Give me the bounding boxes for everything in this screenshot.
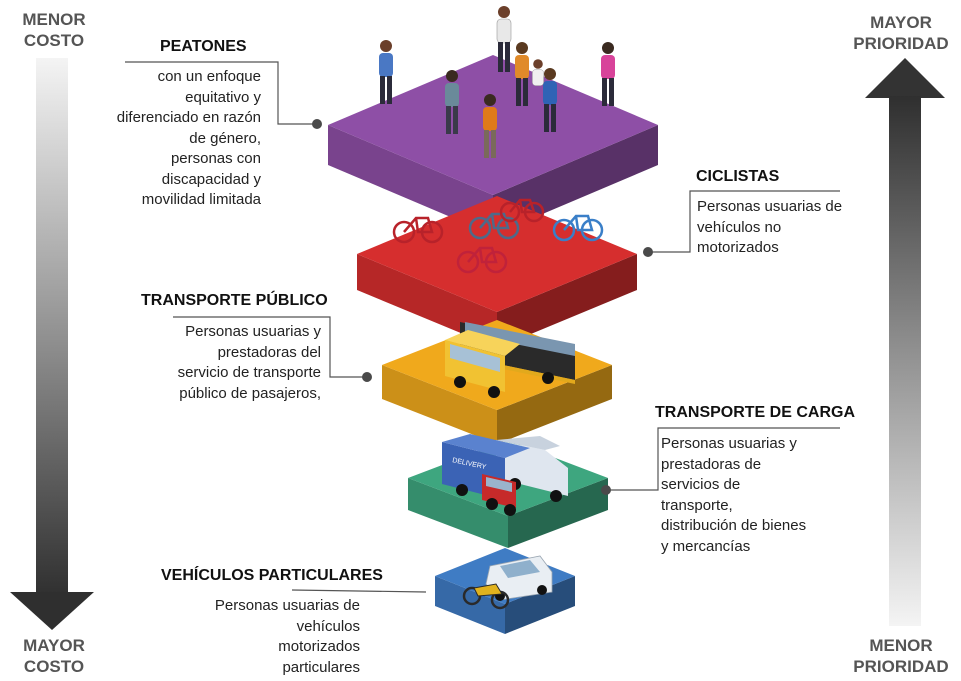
peatones-title: PEATONES [160,38,247,55]
connector-transporte-publico [173,316,366,378]
trucks-group: DELIVERY [442,434,568,516]
person-icon [601,42,615,106]
platform-left-face [328,125,493,235]
vehiculos-particulares-title: VEHÍCULOS PARTICULARES [161,567,383,584]
car-icon [485,555,553,601]
person-icon [379,40,393,104]
person-icon [496,6,512,72]
person-icon [543,68,557,132]
ciclistas-title: CICLISTAS [696,168,780,185]
truck-icon [482,474,516,516]
bicycle-icon [552,214,604,242]
connector-peatones [125,61,316,125]
platform-left-face [408,478,508,548]
connector-dot-ciclistas [643,247,653,257]
platform-right-face [497,254,637,348]
person-icon [515,42,529,106]
connector-dots [312,119,653,495]
illustrations: DELIVERY [379,6,615,610]
motorcycle-icon [462,583,510,610]
left-scale-arrow [10,58,94,630]
bicycle-icon [456,246,508,274]
right-scale-arrow [865,58,945,626]
connectors [125,61,840,593]
transporte-publico-title: TRANSPORTE PÚBLICO [141,292,328,309]
connector-dot-transporte-publico [362,372,372,382]
bicycles-group [392,198,604,274]
connector-ciclistas [648,190,840,253]
connector-dot-transporte-carga [601,485,611,495]
platform-right-face [497,365,612,444]
platform-left-face [382,365,497,444]
bicycle-icon [499,198,545,223]
transporte-carga-title: TRANSPORTE DE CARGA [655,404,856,421]
person-icon [532,59,544,86]
platform-right-face [508,478,608,548]
platform-right-face [493,125,658,235]
connector-vehiculos [291,589,427,593]
connector-transporte-carga [606,427,840,491]
platform-right-face [505,576,575,634]
connector-dot-peatones [312,119,322,129]
bicycle-icon [392,216,444,244]
person-icon [483,94,497,158]
pedestrians-group [379,6,615,158]
person-icon [445,70,459,134]
